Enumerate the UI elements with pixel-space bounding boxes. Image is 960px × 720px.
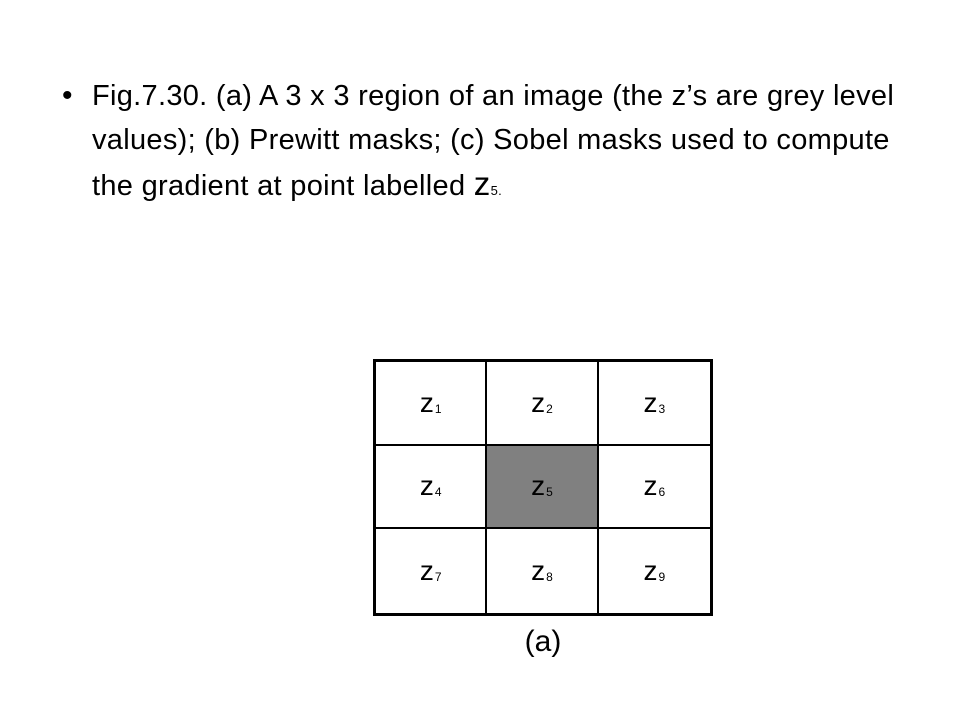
figure-caption: • Fig.7.30. (a) A 3 x 3 region of an ima…: [62, 74, 902, 213]
cell-letter: z: [643, 470, 658, 502]
panel-label: (a): [524, 625, 562, 658]
cell-letter: z: [643, 555, 658, 587]
cell-letter: z: [643, 386, 658, 418]
cell-subscript: 6: [658, 485, 666, 500]
point-symbol: z: [473, 165, 491, 202]
cell-letter: z: [531, 386, 546, 418]
cell-subscript: 5: [546, 485, 553, 500]
point-subscript: 5.: [490, 183, 503, 198]
cell-subscript: 3: [658, 401, 666, 416]
cell-letter: z: [531, 555, 546, 587]
cell-subscript: 9: [658, 570, 666, 585]
cell-letter: z: [419, 470, 434, 502]
caption-body: Fig.7.30. (a) A 3 x 3 region of an image…: [92, 80, 895, 202]
caption-text: Fig.7.30. (a) A 3 x 3 region of an image…: [92, 74, 902, 213]
cell-subscript: 7: [434, 570, 442, 585]
cell-subscript: 1: [434, 401, 442, 416]
cell-letter: z: [531, 470, 546, 502]
cell-subscript: 8: [546, 570, 553, 585]
cell-subscript: 4: [434, 485, 442, 500]
cell-subscript: 2: [546, 401, 553, 416]
bullet-point: •: [62, 79, 73, 112]
cell-letter: z: [419, 386, 434, 418]
cell-letter: z: [419, 555, 434, 587]
